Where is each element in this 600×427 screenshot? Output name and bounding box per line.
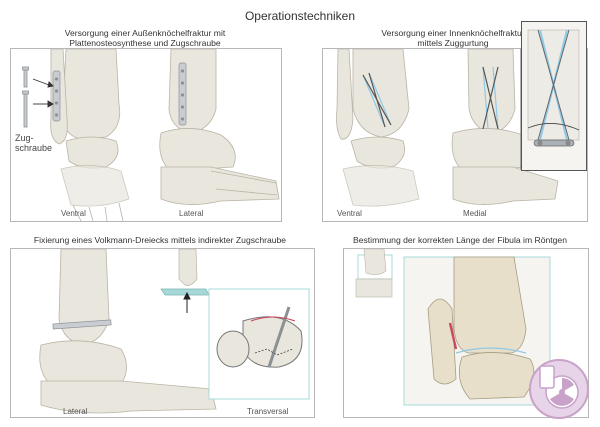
panel-2: Ventral Medial — [322, 21, 588, 222]
radiation-icon — [529, 359, 589, 419]
view-label-lateral: Lateral — [179, 209, 204, 218]
indirect-lag-screw — [52, 319, 112, 330]
panel-4-title: Bestimmung der korrekten Länge der Fibul… — [352, 235, 567, 245]
radiation-badge — [528, 358, 590, 420]
view-label-medial: Medial — [463, 209, 487, 218]
panel-1: Zug- schraube Ventral Lateral — [10, 48, 282, 222]
screw-label: Zug- schraube — [15, 133, 53, 153]
panel-3-title: Fixierung eines Volkmann-Dreiecks mittel… — [33, 235, 287, 245]
loose-screws — [22, 66, 29, 128]
view-label-lateral: Lateral — [63, 407, 88, 416]
ventral-ankle-bones — [50, 49, 130, 221]
detail-inset — [521, 21, 587, 171]
plate-lateral — [178, 62, 187, 126]
plate-ventral — [52, 70, 61, 122]
small-xray-reference — [355, 249, 393, 298]
view-label-transversal: Transversal — [247, 407, 289, 416]
tension-band-ventral — [362, 72, 392, 128]
xray-zoom-view — [403, 256, 551, 406]
panel-2-title: Versorgung einer Innenknöchelfraktur mit… — [381, 28, 525, 48]
medial-ankle-bones — [451, 49, 559, 205]
small-reference-view — [160, 249, 210, 296]
ventral-ankle-bones — [336, 49, 420, 207]
panel-4 — [343, 248, 589, 418]
view-label-ventral: Ventral — [61, 209, 86, 218]
panel-4-illustration — [355, 249, 551, 406]
lateral-ankle-bones — [159, 49, 280, 205]
arrow-icon — [32, 78, 54, 108]
panel-1-illustration — [22, 49, 280, 221]
panel-3: Lateral Transversal — [10, 248, 315, 418]
transversal-inset — [208, 288, 310, 400]
panel-3-illustration — [39, 249, 310, 414]
main-title: Operationstechniken — [244, 9, 356, 23]
arrow-up-icon — [183, 291, 191, 313]
detail-inset-illustration — [527, 29, 580, 147]
tension-band-medial — [482, 66, 499, 130]
panel-1-title: Versorgung einer Außenknöchelfraktur mit… — [64, 28, 226, 48]
view-label-ventral: Ventral — [337, 209, 362, 218]
